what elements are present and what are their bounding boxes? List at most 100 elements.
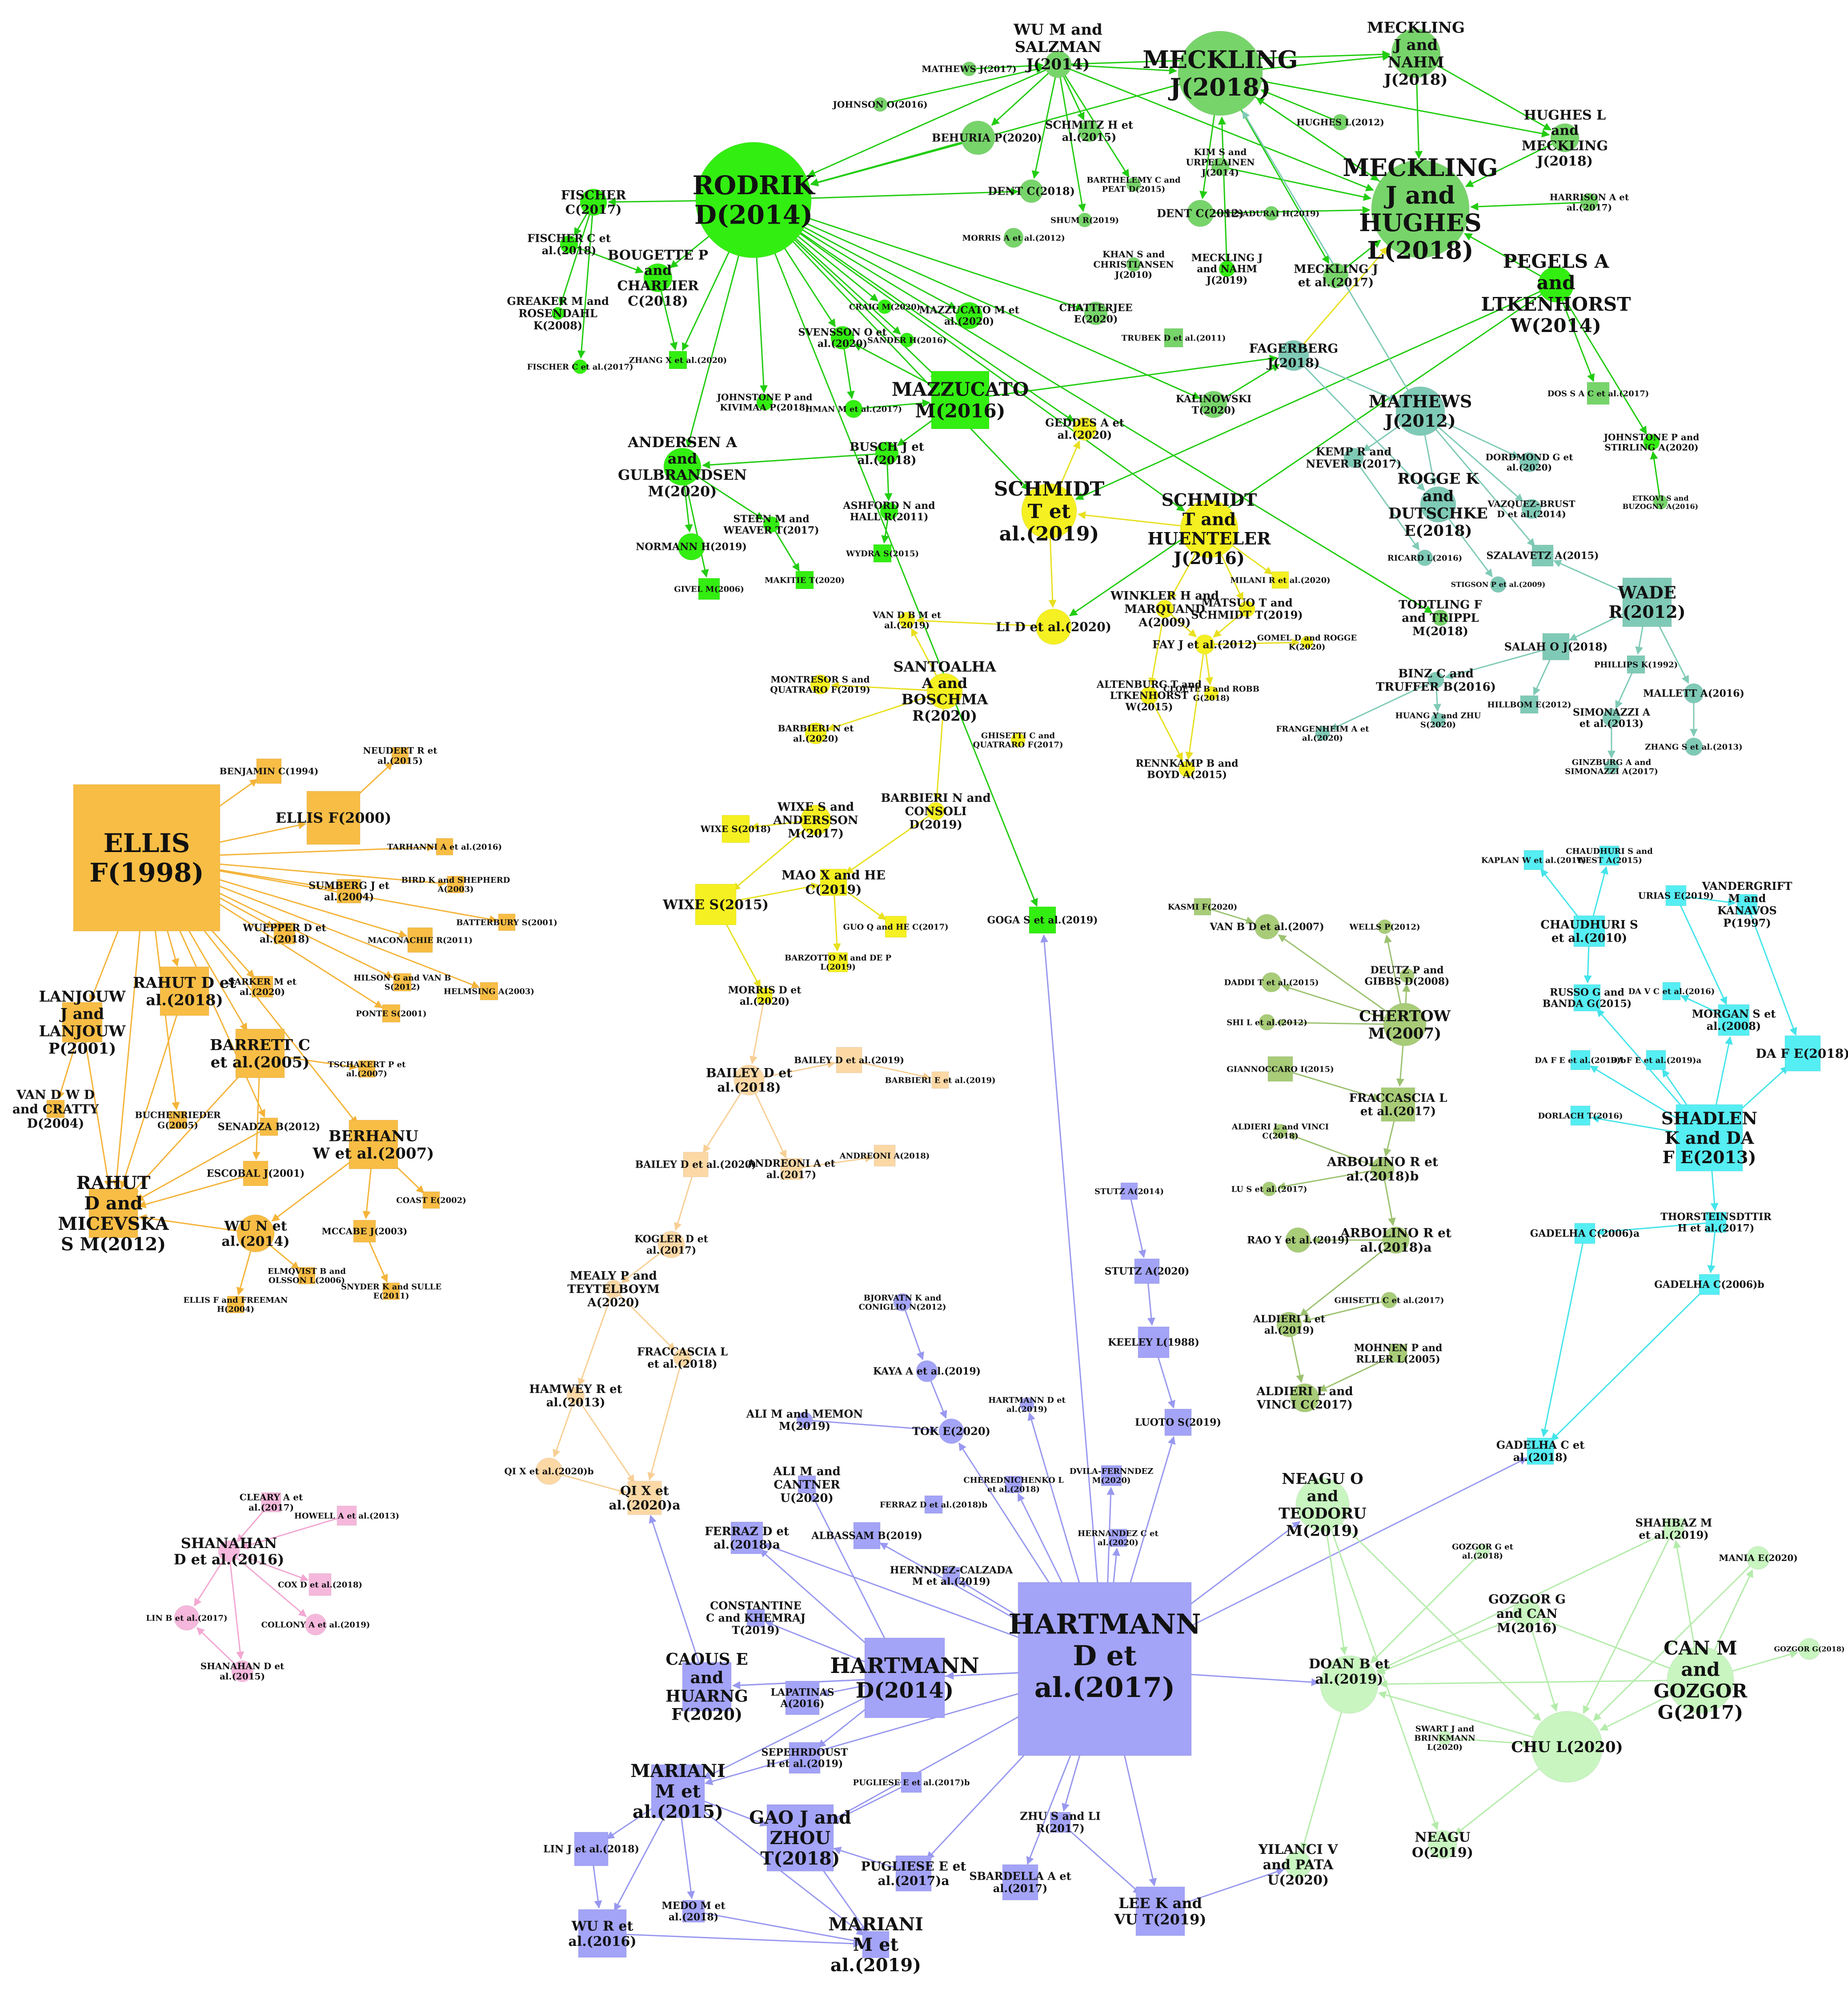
node-wuepper[interactable] <box>273 922 296 944</box>
node-cox[interactable] <box>309 1573 332 1596</box>
node-pugliese-b[interactable] <box>901 1772 922 1793</box>
node-greaker[interactable] <box>551 307 565 320</box>
node-meckling2017[interactable] <box>1323 263 1349 288</box>
node-sumberg[interactable] <box>337 879 361 904</box>
node-hman[interactable] <box>844 400 863 418</box>
node-rogge[interactable] <box>1420 486 1456 523</box>
node-cloete[interactable] <box>1204 686 1219 701</box>
node-lu[interactable] <box>1262 1181 1277 1197</box>
node-doan[interactable] <box>1320 1655 1379 1714</box>
node-mathews2012[interactable] <box>1395 386 1445 436</box>
node-gozgor-g2018[interactable] <box>1798 1638 1820 1660</box>
node-winkler[interactable] <box>1155 600 1174 618</box>
node-da-f-e2018[interactable] <box>1784 1035 1821 1072</box>
node-batterbury[interactable] <box>498 913 516 931</box>
node-binz[interactable] <box>1427 672 1444 688</box>
node-qi-a[interactable] <box>627 1481 662 1515</box>
node-shi[interactable] <box>1259 1014 1275 1031</box>
node-johnstone-stirling[interactable] <box>1643 434 1660 451</box>
node-snyder[interactable] <box>382 1282 400 1300</box>
node-ashford[interactable] <box>880 502 898 520</box>
node-andreoni2017[interactable] <box>780 1158 802 1180</box>
node-shadlen[interactable] <box>1676 1104 1743 1172</box>
node-mazzucato2016[interactable] <box>931 371 990 429</box>
node-arbolino-a[interactable] <box>1382 1226 1410 1254</box>
node-li-d[interactable] <box>1035 608 1072 645</box>
node-senadza[interactable] <box>260 1117 278 1136</box>
node-escobal[interactable] <box>243 1161 269 1186</box>
node-zhang-x[interactable] <box>669 351 687 369</box>
node-van-b-d[interactable] <box>1254 914 1280 940</box>
node-ali-memon[interactable] <box>796 1412 813 1429</box>
node-ghisetti2017[interactable] <box>1010 732 1026 748</box>
node-kim[interactable] <box>1211 157 1230 176</box>
node-pugliese-a[interactable] <box>895 1855 932 1892</box>
node-barbieri2020[interactable] <box>805 722 827 744</box>
node-urias[interactable] <box>1665 885 1687 906</box>
node-morgan[interactable] <box>1718 1004 1750 1036</box>
node-wixe2015[interactable] <box>695 884 737 925</box>
node-mariani2015[interactable] <box>651 1764 705 1818</box>
node-aldieri-vinci2018[interactable] <box>1273 1124 1288 1139</box>
node-morris2020[interactable] <box>757 988 773 1004</box>
node-schmidt-huenteler[interactable] <box>1180 500 1239 558</box>
node-kemp[interactable] <box>1343 448 1364 468</box>
node-etkovi[interactable] <box>1653 495 1668 510</box>
node-mathews2017[interactable] <box>962 61 977 76</box>
node-pegels[interactable] <box>1538 266 1574 303</box>
node-ghisetti2017b[interactable] <box>1381 1292 1398 1309</box>
node-mariani2019[interactable] <box>862 1931 890 1958</box>
node-kasmi[interactable] <box>1194 898 1211 916</box>
node-da-f-e2019a[interactable] <box>1646 1050 1666 1070</box>
node-andersen[interactable] <box>663 448 702 486</box>
node-dent2018[interactable] <box>1019 179 1043 203</box>
node-santoalha[interactable] <box>926 673 963 709</box>
node-andreoni2018[interactable] <box>874 1145 896 1167</box>
node-normann[interactable] <box>677 533 705 560</box>
node-zhu[interactable] <box>1050 1812 1071 1833</box>
node-tok[interactable] <box>938 1418 964 1444</box>
node-altenburg[interactable] <box>1140 686 1159 705</box>
node-hilson[interactable] <box>393 973 412 992</box>
node-schmitz[interactable] <box>1078 120 1100 142</box>
node-collony[interactable] <box>305 1613 327 1636</box>
node-da-v-c[interactable] <box>1662 982 1681 1001</box>
node-neudert[interactable] <box>391 747 409 764</box>
node-bougette[interactable] <box>643 263 673 292</box>
node-ponte[interactable] <box>382 1004 401 1023</box>
node-goga[interactable] <box>1029 906 1056 934</box>
node-vazquez[interactable] <box>1521 499 1542 519</box>
node-bjorvatn[interactable] <box>893 1293 912 1312</box>
node-mallett[interactable] <box>1684 683 1704 704</box>
node-cleary[interactable] <box>261 1492 281 1513</box>
node-hillbom[interactable] <box>1520 695 1539 714</box>
node-stutz2014[interactable] <box>1120 1182 1138 1200</box>
node-hartmann2017[interactable] <box>1018 1582 1192 1756</box>
node-todtling[interactable] <box>1432 609 1449 626</box>
node-chaudhuri2010[interactable] <box>1573 915 1605 947</box>
node-neagu2019[interactable] <box>1428 1830 1457 1859</box>
node-huang[interactable] <box>1431 712 1446 728</box>
node-mazzucato2020[interactable] <box>955 302 983 329</box>
node-montresor[interactable] <box>810 674 830 695</box>
node-lee[interactable] <box>1135 1886 1185 1936</box>
node-chaudhuri-west[interactable] <box>1599 845 1620 866</box>
node-aldieri2019[interactable] <box>1276 1312 1302 1337</box>
node-dorlach[interactable] <box>1570 1105 1591 1126</box>
node-phillips[interactable] <box>1627 655 1645 674</box>
node-craig[interactable] <box>877 299 892 314</box>
node-gadelha-a[interactable] <box>1574 1223 1595 1244</box>
node-lapatinas[interactable] <box>785 1681 820 1715</box>
node-kalinowski[interactable] <box>1200 391 1227 418</box>
node-albassam[interactable] <box>853 1522 881 1549</box>
node-hamwey[interactable] <box>566 1386 585 1405</box>
node-sarker[interactable] <box>251 976 273 998</box>
node-keeley[interactable] <box>1138 1326 1170 1358</box>
node-ginzburg[interactable] <box>1604 759 1619 774</box>
node-shanahan2016[interactable] <box>218 1540 240 1562</box>
node-van-d-w-d[interactable] <box>46 1100 65 1118</box>
node-meckling-hughes[interactable] <box>1371 160 1470 258</box>
node-chertow[interactable] <box>1383 1003 1427 1046</box>
node-elmqvist[interactable] <box>298 1267 316 1285</box>
node-fischer2017[interactable] <box>580 188 607 216</box>
